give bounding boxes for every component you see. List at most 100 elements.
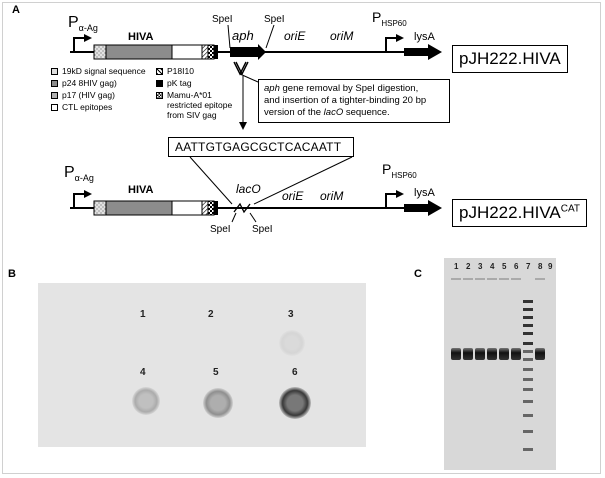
lane-label: 6 — [514, 262, 519, 271]
spe2-label-bottom: SpeI — [252, 224, 273, 235]
hatch-swatch-icon — [156, 67, 163, 75]
black-swatch-icon — [156, 79, 163, 87]
ladder-band — [523, 430, 533, 433]
ladder-band — [523, 350, 533, 353]
ladder-band — [523, 414, 533, 417]
lane-label: 3 — [478, 262, 483, 271]
hiva-label-bottom: HIVA — [128, 184, 154, 196]
legend-mamu: Mamu-A*01 — [156, 90, 212, 100]
gel-band — [511, 348, 521, 360]
blot-spot — [203, 388, 233, 418]
spe2-pointer-top — [265, 24, 275, 49]
promoter-left-bottom: Pα-Ag — [64, 164, 94, 183]
promoter-right-bottom: PHSP60 — [382, 161, 417, 180]
plasmid-name-bottom: pJH222.HIVACAT — [452, 199, 587, 227]
legend-ctl: CTL epitopes — [51, 102, 112, 112]
panel-label-c: C — [414, 268, 422, 280]
spe2-pointer-bottom — [249, 212, 257, 223]
promoter-arrow-right-bottom — [385, 193, 398, 208]
signal-seq-block — [93, 44, 107, 60]
oriE-label-top: oriE — [284, 29, 306, 43]
aph-label: aph — [232, 28, 254, 43]
dot-label: 6 — [292, 367, 298, 378]
gel-well — [511, 278, 521, 280]
pk-block-bottom — [214, 201, 218, 215]
promoter-arrow-left — [73, 37, 86, 52]
ladder-band — [523, 448, 533, 451]
ladder-band — [523, 308, 533, 311]
spe1-pointer-top — [227, 24, 231, 49]
spe1-label-bottom: SpeI — [210, 224, 231, 235]
mamu-block-bottom — [207, 200, 215, 216]
ladder-band — [523, 400, 533, 403]
ladder-band — [523, 332, 533, 335]
lane-label: 9 — [548, 262, 553, 271]
promoter-arrow-left-bottom — [73, 193, 86, 208]
blot-spot — [279, 330, 305, 356]
legend-p17: p17 (HIV gag) — [51, 90, 115, 100]
oriM-label-bottom: oriM — [320, 189, 343, 203]
legend-mamu-2: restricted epitope — [167, 100, 233, 110]
lightgray-swatch-icon — [51, 91, 58, 99]
ladder-band — [523, 358, 533, 361]
dot-label: 5 — [213, 367, 219, 378]
lysA-label-top: lysA — [414, 31, 435, 43]
ladder-band — [523, 368, 533, 371]
pk-block — [214, 45, 218, 59]
top-construct: Pα-Ag HIVA aph SpeI SpeI oriE oriM PHSP6… — [68, 9, 442, 60]
gel-well — [535, 278, 545, 280]
promoter-arrow-right — [385, 37, 398, 52]
p24-block — [105, 44, 173, 60]
lysA-label-bottom: lysA — [414, 187, 435, 199]
gel-band — [535, 348, 545, 360]
spe1-label-top: SpeI — [212, 14, 233, 25]
lane-label: 1 — [454, 262, 459, 271]
gel-band — [475, 348, 485, 360]
gel-band — [463, 348, 473, 360]
blot-spot — [132, 387, 160, 415]
lane-label: 5 — [502, 262, 507, 271]
note-pointer-line — [239, 73, 259, 83]
plasmid-name-top: pJH222.HIVA — [452, 45, 568, 73]
gel-well — [451, 278, 461, 280]
lane-label: 7 — [526, 262, 531, 271]
spe1-pointer-bottom — [231, 212, 237, 223]
blot-spot — [279, 387, 311, 419]
p24-block-bottom — [105, 200, 173, 216]
seq-callout-right — [253, 156, 353, 205]
legend-p18: P18I10 — [156, 66, 194, 76]
promoter-left: Pα-Ag — [68, 14, 98, 33]
note-box: aph gene removal by SpeI digestion, and … — [258, 79, 450, 123]
ladder-band — [523, 342, 533, 345]
dot-label: 2 — [208, 309, 214, 320]
mamu-block — [207, 44, 215, 60]
dot-label: 1 — [140, 309, 146, 320]
p18-block — [201, 44, 209, 60]
ladder-band — [523, 388, 533, 391]
aph-gene — [230, 44, 266, 60]
gel-band — [499, 348, 509, 360]
dot-label: 4 — [140, 367, 146, 378]
legend-signal: 19kD signal sequence — [51, 66, 146, 76]
ladder-band — [523, 378, 533, 381]
oriM-label-top: oriM — [330, 29, 353, 43]
speckle-swatch-icon — [51, 67, 58, 75]
excision-bracket-icon — [233, 61, 247, 76]
checker-swatch-icon — [156, 91, 163, 99]
gel-band — [487, 348, 497, 360]
ladder-band — [523, 316, 533, 319]
hiva-label: HIVA — [128, 31, 154, 43]
panel-label-a: A — [12, 4, 20, 16]
lysA-gene — [404, 44, 442, 60]
gel-band — [451, 348, 461, 360]
gray-swatch-icon — [51, 79, 58, 87]
legend-mamu-3: from SIV gag — [167, 110, 217, 120]
promoter-right-top: PHSP60 — [372, 9, 407, 28]
lane-label: 4 — [490, 262, 495, 271]
bottom-construct: Pα-Ag HIVA lacO oriE oriM SpeI SpeI PHSP… — [64, 161, 442, 235]
p17-block-bottom — [171, 200, 203, 216]
spe2-label-top: SpeI — [264, 14, 285, 25]
legend-p24: p24 8HIV gag) — [51, 78, 117, 88]
